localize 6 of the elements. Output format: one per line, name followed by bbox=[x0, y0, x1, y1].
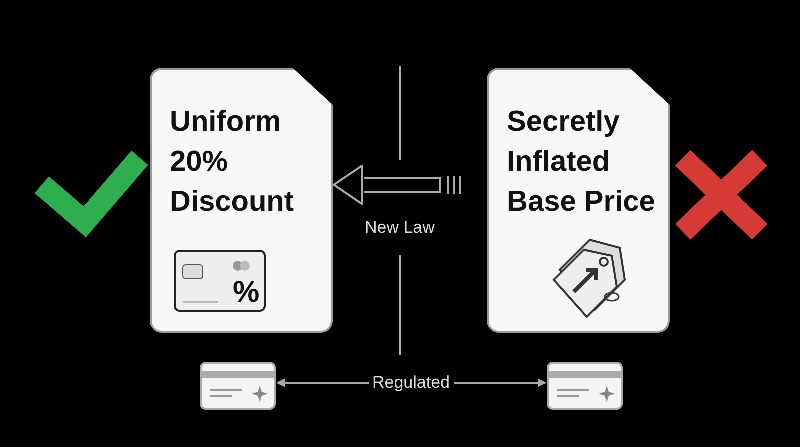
card-icon bbox=[547, 362, 623, 410]
percent-sign: % bbox=[233, 276, 260, 310]
card-title: Uniform 20% Discount bbox=[170, 105, 296, 220]
card-icon bbox=[200, 362, 276, 410]
card-title: Secretly Inflated Base Price bbox=[507, 105, 656, 220]
price-card bbox=[487, 68, 670, 333]
